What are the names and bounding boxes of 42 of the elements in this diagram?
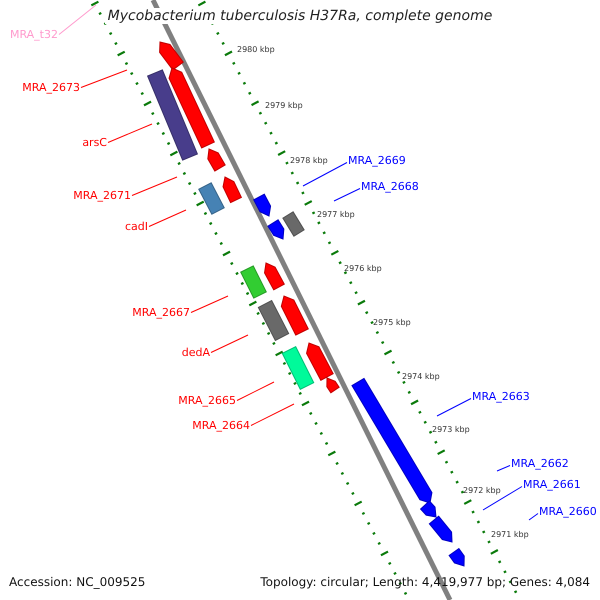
leader-line — [190, 296, 228, 313]
leader-line — [148, 210, 186, 227]
leader-line — [302, 162, 348, 186]
scale-label: 2971 kbp — [491, 531, 529, 539]
leader-line — [482, 486, 522, 510]
gene-label: MRA_2662 — [511, 458, 569, 469]
scale-label: 2977 kbp — [317, 211, 355, 219]
gene-label: MRA_2661 — [523, 479, 581, 490]
gene-label: MRA_2663 — [472, 391, 530, 402]
footer-text: Accession: NC_009525 — [9, 576, 146, 588]
gene-label: MRA_2668 — [361, 181, 419, 192]
gene-label: MRA_2671 — [73, 190, 131, 201]
scale-label: 2978 kbp — [290, 157, 328, 165]
scale-label: 2974 kbp — [402, 373, 440, 381]
leader-line — [80, 70, 128, 88]
gene-label: MRA_t32 — [10, 29, 58, 40]
leader-line — [210, 334, 248, 353]
gene-label: MRA_2667 — [132, 307, 190, 318]
scale-label: 2976 kbp — [344, 265, 382, 273]
gene-label: dedA — [182, 347, 210, 358]
scale-label: 2972 kbp — [463, 487, 501, 495]
gene-label: MRA_2673 — [22, 82, 80, 93]
scale-label: 2980 kbp — [237, 46, 275, 54]
leader-line — [496, 465, 510, 472]
leader-line — [236, 382, 274, 401]
leader-line — [334, 188, 360, 202]
gene-label: arsC — [82, 137, 107, 148]
leader-line — [132, 176, 178, 196]
leader-line — [108, 124, 152, 143]
leader-line — [528, 513, 538, 520]
leader-line — [250, 404, 294, 426]
gene-label: MRA_2669 — [348, 155, 406, 166]
footer-text: Topology: circular; Length: 4,419,977 bp; Genes: 4,084 — [260, 576, 590, 588]
scale-label: 2975 kbp — [373, 319, 411, 327]
leader-line — [436, 398, 472, 416]
scale-label: 2979 kbp — [265, 102, 303, 110]
leader-line — [58, 4, 96, 35]
gene-label: MRA_2664 — [192, 420, 250, 431]
scale-label: 2973 kbp — [432, 426, 470, 434]
gene-label: MRA_2660 — [539, 506, 597, 517]
gene-label: cadI — [124, 221, 148, 232]
gene-label: MRA_2665 — [178, 395, 236, 406]
